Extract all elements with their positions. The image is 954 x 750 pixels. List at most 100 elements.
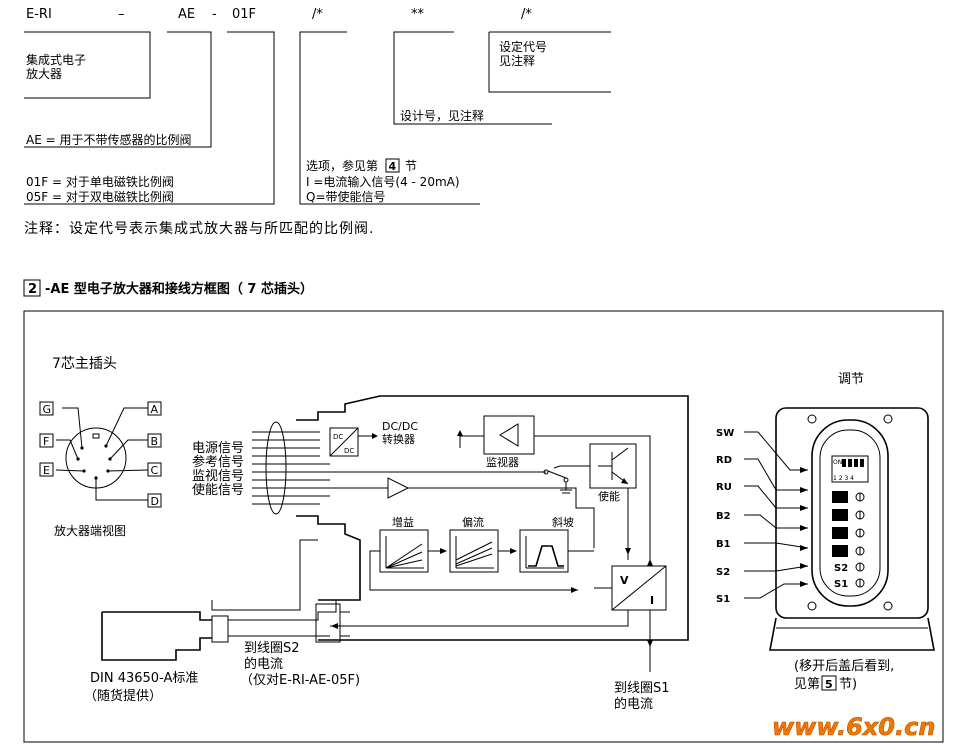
panel-screw-bl xyxy=(807,601,817,611)
s2-label-1: 到线圈S2 xyxy=(244,641,300,656)
s2-output-wire xyxy=(330,610,629,627)
pin-d-leader xyxy=(95,478,148,501)
design-bracket xyxy=(393,31,552,125)
pot-ru[interactable]: U xyxy=(832,509,848,522)
panel-screw-tr xyxy=(883,414,893,424)
panel-window-outer xyxy=(811,419,889,607)
pin-a-leader xyxy=(105,407,148,447)
pin-g-leader xyxy=(62,407,83,449)
pin-g-label: G xyxy=(43,403,52,416)
signal-monitor: 监视信号 xyxy=(192,469,244,484)
adj-label-b2: B2 xyxy=(716,511,731,522)
enable-label: 使能 xyxy=(598,489,620,503)
section-number-box xyxy=(23,279,41,297)
monitor-triangle xyxy=(499,423,519,447)
dcdc-out-label: DC xyxy=(344,447,354,455)
monitor-block: 监视器 xyxy=(457,415,651,560)
svg-text:D: D xyxy=(838,493,846,504)
pot-b2[interactable]: 2 xyxy=(832,527,848,540)
pin-a-label: A xyxy=(151,403,159,416)
pin-g-box xyxy=(39,401,54,416)
bias-block: 偏流 xyxy=(449,515,499,573)
pin-d-label: D xyxy=(151,495,159,508)
pin-f-box xyxy=(39,433,54,448)
panel-body xyxy=(775,407,929,619)
connector-end-view: G A F B E C D xyxy=(39,401,162,508)
adj-label-b1: B1 xyxy=(716,539,731,550)
cable-wires xyxy=(252,421,545,515)
enable-transistor-box xyxy=(589,443,637,489)
adj-label-s2: S2 xyxy=(716,567,730,578)
cover-note-3: 节) xyxy=(839,677,857,692)
pin-c-label: C xyxy=(151,464,159,477)
adj-label-ru: RU xyxy=(716,482,732,493)
pin-b-box xyxy=(147,433,162,448)
pot-b1[interactable]: 1 xyxy=(832,545,848,558)
svg-text:2: 2 xyxy=(840,529,847,540)
panel-base xyxy=(769,617,935,651)
gain-block: 增益 xyxy=(379,515,429,573)
adj-label-sw: SW xyxy=(716,428,734,439)
adj-label-s1: S1 xyxy=(716,594,730,605)
vi-converter: V I xyxy=(330,559,667,672)
adjust-panel: ON 1 2 3 4 D U 2 1 S2 S1 xyxy=(769,407,935,651)
pot-s1-label: S1 xyxy=(834,579,848,590)
pin-c-box xyxy=(147,462,162,477)
pin-e-label: E xyxy=(43,464,50,477)
f-bracket xyxy=(24,31,275,205)
note-text: 注释：设定代号表示集成式放大器与所匹配的比例阀. xyxy=(24,220,374,237)
pot-s2-label: S2 xyxy=(834,563,848,574)
dcdc-label-1: DC/DC xyxy=(382,420,418,433)
input-buffer xyxy=(387,477,410,499)
pin-d-box xyxy=(147,493,162,508)
ae-bracket xyxy=(24,31,212,148)
s1-label-1: 到线圈S1 xyxy=(614,681,670,696)
svg-text:1: 1 xyxy=(840,547,847,558)
signal-reference: 参考信号 xyxy=(192,454,244,470)
vi-i-label: I xyxy=(650,594,654,607)
pin-b-leader xyxy=(109,439,148,460)
pin-c-leader xyxy=(107,469,149,472)
pot-ticks xyxy=(855,492,865,588)
panel-window-inner xyxy=(819,429,881,597)
monitor-out-wire xyxy=(459,435,484,448)
enable-switch: 使能 xyxy=(530,443,637,560)
cover-section-num: 5 xyxy=(825,678,833,691)
opt-line-1: 选项，参见第 xyxy=(306,158,378,173)
opt-line-3: Q=带使能信号 xyxy=(306,189,386,204)
connector-title: 7芯主插头 xyxy=(52,356,117,372)
diagram-frame xyxy=(23,310,944,743)
amp-label-1: 集成式电子 xyxy=(26,52,86,67)
code-dash-1: – xyxy=(118,7,125,22)
pot-rd[interactable]: D xyxy=(832,491,848,504)
buffer-out-wire xyxy=(408,487,595,548)
panel-screw-tl xyxy=(807,414,817,424)
ramp-label: 斜坡 xyxy=(552,516,574,529)
monitor-box xyxy=(483,415,535,455)
setcode-label-2: 见注释 xyxy=(499,53,535,68)
opt-section-tail: 节 xyxy=(405,159,417,173)
ramp-block: 斜坡 xyxy=(519,516,574,573)
opt-bracket xyxy=(299,31,480,205)
gain-box xyxy=(379,529,429,573)
ae-desc: AE = 用于不带传感器的比例阀 xyxy=(26,132,191,147)
din-label-1: DIN 43650-A标准 xyxy=(90,671,198,686)
enable-control-wire xyxy=(553,465,590,469)
pin-b-label: B xyxy=(151,435,159,448)
setcode-label-1: 设定代号 xyxy=(499,39,547,54)
cable-shield xyxy=(265,421,287,515)
adj-label-rd: RD xyxy=(716,455,732,466)
panel-screw-br xyxy=(883,601,893,611)
monitor-label: 监视器 xyxy=(486,455,519,469)
housing-lower-step xyxy=(296,515,361,601)
f01-desc: 01F = 对于单电磁铁比例阀 xyxy=(26,174,174,189)
code-dash-2: - xyxy=(212,7,217,22)
dcdc-label-2: 转换器 xyxy=(382,432,415,446)
pin-f-label: F xyxy=(43,435,49,448)
opt-section-num: 4 xyxy=(389,160,397,173)
pin-e-box xyxy=(39,462,54,477)
cover-note-2: 见第 xyxy=(794,677,820,692)
watermark: www.6x0.cn xyxy=(772,713,935,741)
code-part-eri: E-RI xyxy=(26,7,52,22)
